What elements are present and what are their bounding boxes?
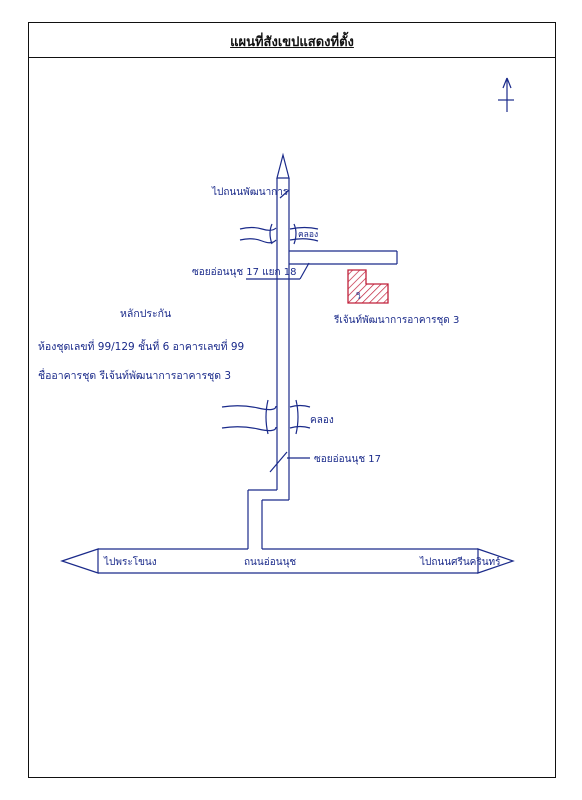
collateral-heading: หลักประกัน (120, 308, 172, 320)
building-plot (347, 269, 389, 304)
soi-17-label: ซอยอ่อนนุช 17 (314, 454, 382, 465)
building-mark-label: วิ (356, 292, 361, 302)
canal-lower (221, 399, 311, 435)
soi-vertical-road (276, 152, 290, 468)
soi-17-yaek-18-label: ซอยอ่อนนุช 17 แยก 18 (192, 267, 297, 278)
to-srinakarin-label: ไปถนนศรีนครินทร์ (420, 557, 501, 568)
north-road-arrow-icon (276, 152, 290, 179)
map-frame: แผนที่สังเขปแสดงที่ตั้ง (28, 22, 556, 778)
canal-lower-label: คลอง (310, 415, 334, 426)
branch-soi-road (289, 250, 398, 265)
building-name-label: รีเจ้นท์พัฒนาการอาคารชุด 3 (334, 315, 460, 326)
north-road-label: ไปถนนพัฒนาการ (212, 187, 289, 198)
west-arrow-icon (60, 548, 99, 574)
collateral-line-1: ห้องชุดเลขที่ 99/129 ชั้นที่ 6 อาคารเลขท… (38, 341, 245, 353)
road-jog (247, 455, 290, 549)
east-arrow-icon (477, 548, 515, 574)
to-phra-khanong-label: ไปพระโขนง (104, 557, 157, 568)
canal-upper-label: คลอง (298, 230, 319, 240)
collateral-line-2: ชื่ออาคารชุด รีเจ้นท์พัฒนาการอาคารชุด 3 (38, 370, 232, 382)
north-arrow-icon (498, 77, 514, 112)
main-road-label: ถนนอ่อนนุช (244, 557, 297, 568)
page-title: แผนที่สังเขปแสดงที่ตั้ง (230, 35, 354, 50)
main-road (60, 548, 515, 574)
title-bar: แผนที่สังเขปแสดงที่ตั้ง (29, 23, 555, 58)
canal-upper (239, 223, 319, 245)
